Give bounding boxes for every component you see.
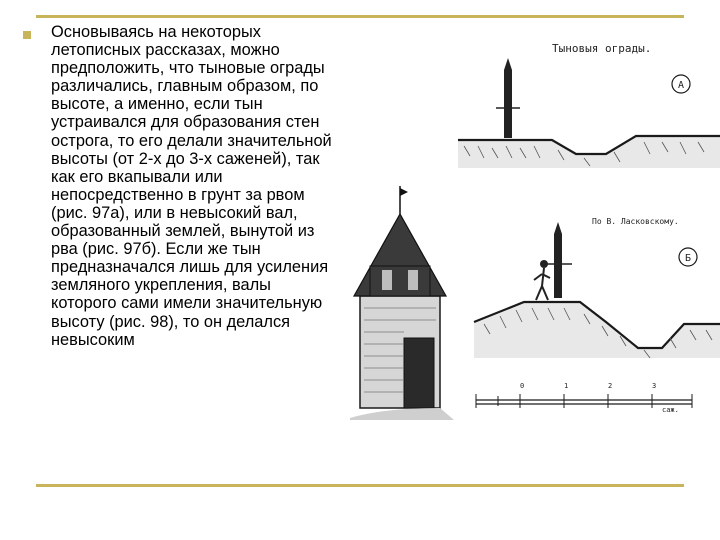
scale-mark-1: 1 — [564, 382, 568, 390]
label-a-circle: А — [671, 74, 691, 94]
section-a-ground — [458, 134, 720, 168]
illustration-title: Тыновыя ограды. — [552, 42, 651, 55]
top-divider — [36, 15, 684, 18]
palisade-illustration: Тыновыя ограды. А По В. Ласковскому. Б — [350, 42, 720, 420]
bottom-divider — [36, 484, 684, 487]
scale-unit: саж. — [662, 406, 679, 414]
scale-mark-3: 3 — [652, 382, 656, 390]
bullet-marker — [23, 31, 31, 39]
label-a: А — [678, 80, 684, 91]
section-a-palisade — [496, 58, 520, 138]
illustration-credit: По В. Ласковскому. — [592, 217, 679, 226]
scale-bar: 0 1 2 3 саж. — [475, 382, 693, 414]
section-b-guard-figure — [533, 260, 551, 301]
label-b: Б — [685, 253, 691, 264]
scale-mark-0: 0 — [520, 382, 524, 390]
section-b-ground — [473, 300, 720, 359]
scale-mark-2: 2 — [608, 382, 612, 390]
watchtower — [350, 186, 454, 420]
bullet-text: Основываясь на некоторых летописных расс… — [51, 23, 332, 349]
section-b-palisade — [544, 222, 572, 298]
label-b-circle: Б — [678, 247, 698, 267]
